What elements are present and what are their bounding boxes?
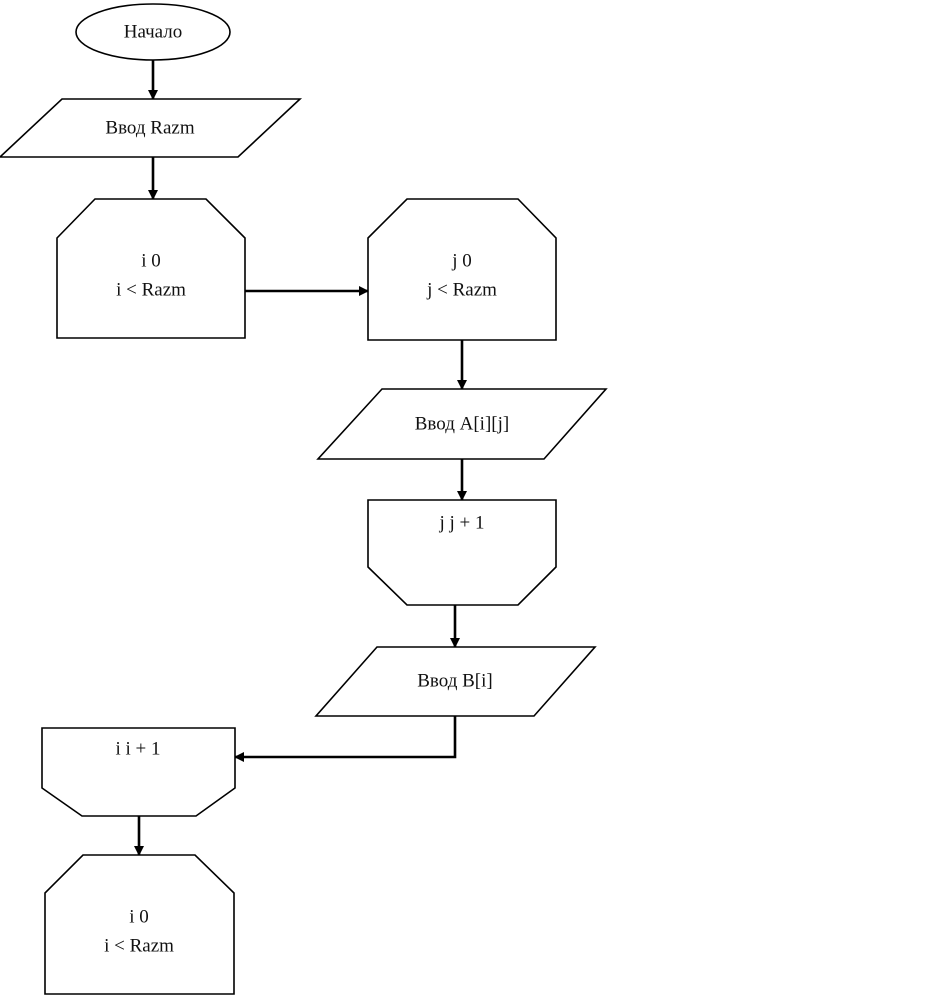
input-a-block: Ввод A[i][j]: [316, 388, 608, 460]
loop-j-end-block: j j + 1: [367, 499, 557, 606]
input-b-label: Ввод B[i]: [417, 670, 493, 691]
loop-i2-condition: i < Razm: [104, 935, 174, 956]
loop-i-init: i 0: [141, 250, 161, 271]
input-b-block: Ввод B[i]: [314, 646, 597, 717]
start-terminator: Начало: [75, 3, 231, 61]
loop-j-end-label: j j + 1: [438, 512, 484, 533]
loop-j-begin-block: j 0 j < Razm: [367, 198, 557, 341]
loop-i-begin-block: i 0 i < Razm: [56, 198, 246, 339]
loop-i-condition: i < Razm: [116, 279, 186, 300]
input-a-label: Ввод A[i][j]: [415, 413, 509, 434]
start-label: Начало: [124, 21, 183, 42]
connector-input-b-to-loop-i-end: [234, 716, 457, 762]
loop-i2-begin-block: i 0 i < Razm: [44, 854, 235, 995]
input-size-label: Ввод Razm: [105, 117, 194, 138]
loop-i-end-label: i i + 1: [115, 738, 160, 759]
input-size-block: Ввод Razm: [0, 98, 303, 158]
loop-j-condition: j < Razm: [426, 279, 497, 300]
loop-i2-init: i 0: [129, 906, 149, 927]
loop-j-init: j 0: [451, 250, 472, 271]
loop-i-end-block: i i + 1: [41, 727, 236, 817]
